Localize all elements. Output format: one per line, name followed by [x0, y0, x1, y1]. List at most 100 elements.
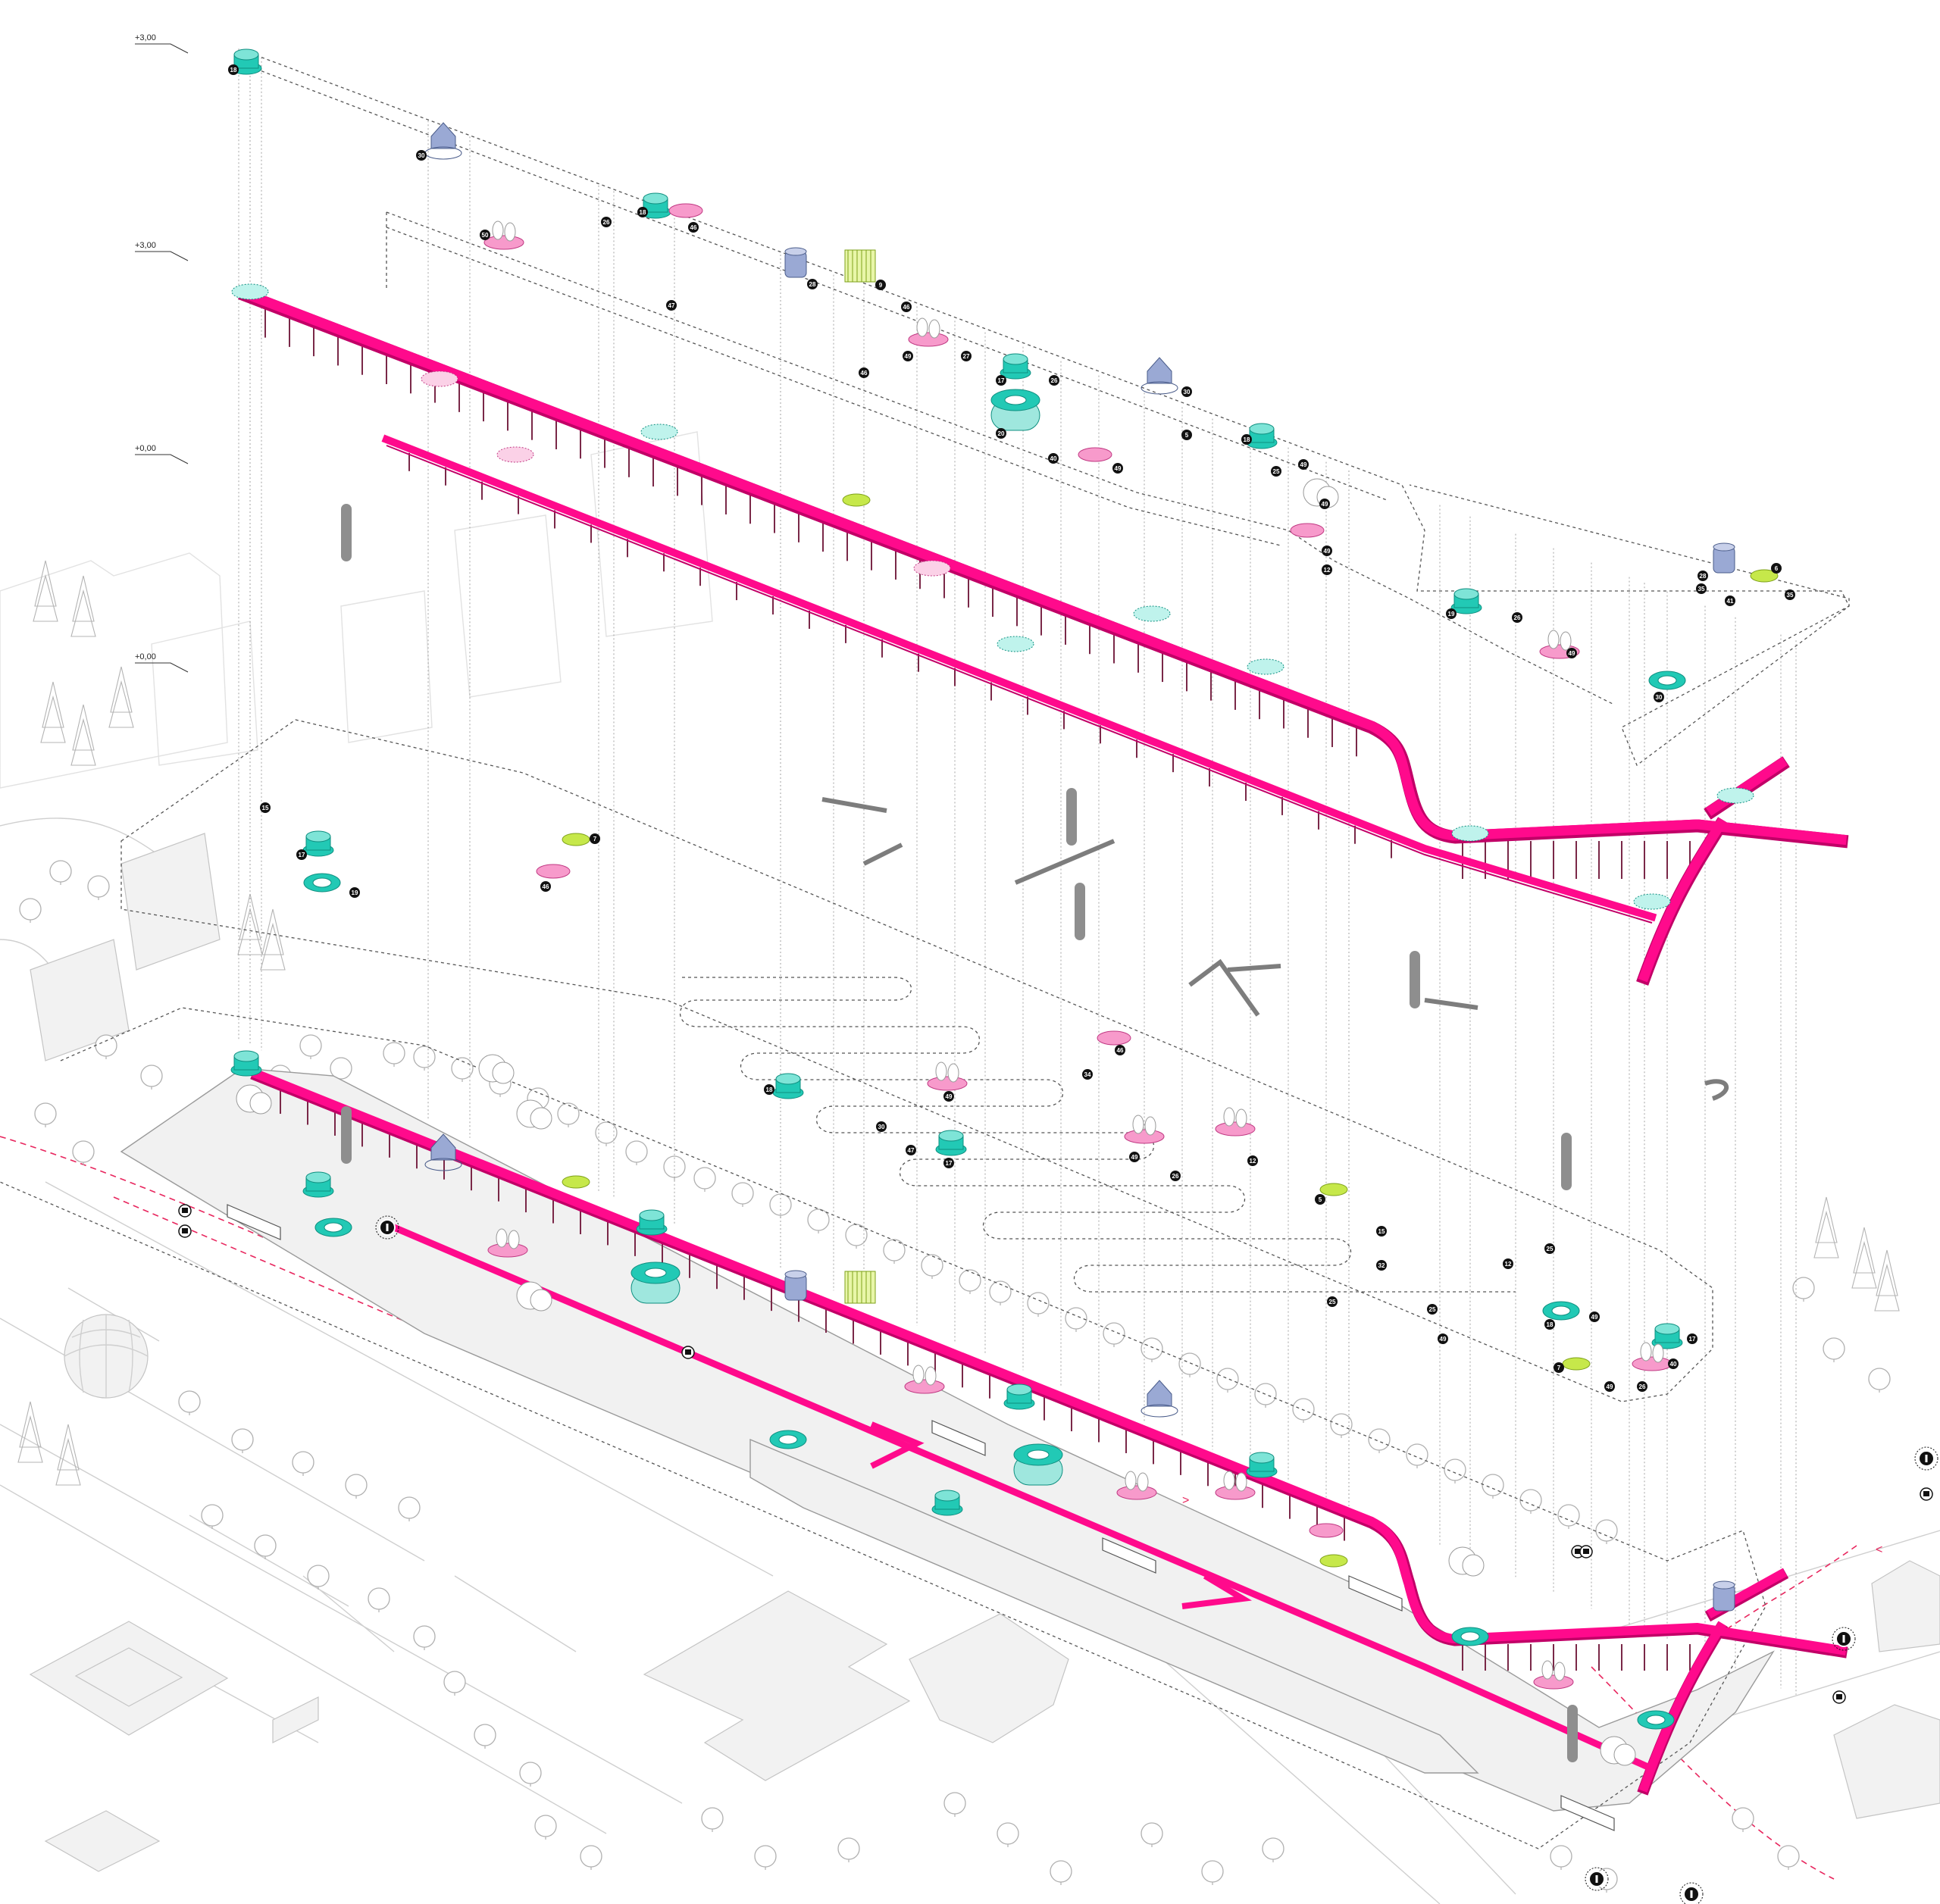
seat-icon	[1562, 1357, 1591, 1371]
number-marker: 40	[1048, 453, 1059, 464]
play-cage-icon	[844, 1271, 876, 1304]
marker-label: 49	[1440, 1336, 1447, 1343]
marker-label: 27	[963, 353, 970, 360]
marker-label: 15	[262, 805, 269, 811]
tree-icon	[519, 1762, 542, 1784]
svg-text:>: >	[1182, 1494, 1189, 1507]
level-labels: +3,00 +3,00 +0,00 +0,00	[135, 33, 189, 673]
number-marker: 49	[1112, 463, 1123, 474]
level-label: +3,00	[135, 241, 156, 250]
tree-icon	[1792, 1277, 1815, 1299]
planter-icon	[1533, 1660, 1574, 1690]
tree-icon	[34, 1102, 57, 1125]
level-label: +3,00	[135, 33, 156, 42]
number-marker: 32	[1376, 1260, 1387, 1271]
play-cage-icon	[844, 249, 876, 283]
number-marker: 30	[876, 1121, 887, 1132]
conifer-icon	[1874, 1249, 1900, 1312]
info-point-icon	[375, 1215, 399, 1240]
tree-icon	[1550, 1845, 1572, 1868]
number-marker: 41	[1725, 596, 1735, 606]
number-marker: 35	[1696, 583, 1707, 594]
ring-pavilion-icon	[1451, 1627, 1489, 1646]
planter-icon	[1124, 1115, 1165, 1144]
ring-pavilion-icon	[1648, 671, 1686, 690]
bus-icon	[931, 1420, 986, 1456]
ring-pavilion-icon	[1637, 1710, 1675, 1730]
number-marker: 25	[1271, 466, 1281, 477]
marker-label: 18	[230, 67, 237, 73]
tree-icon	[451, 1057, 474, 1080]
number-marker: 27	[961, 351, 972, 361]
bus-stop-icon	[178, 1204, 192, 1218]
marker-label: 19	[1448, 611, 1455, 617]
tree-icon	[580, 1845, 602, 1868]
number-marker: 12	[1503, 1258, 1513, 1269]
bus-stop-icon	[1920, 1487, 1933, 1501]
planter-icon	[1448, 1546, 1485, 1577]
marker-label: 18	[1547, 1321, 1554, 1328]
planter-icon	[478, 1054, 515, 1084]
number-marker: 20	[996, 428, 1006, 439]
conifer-icon	[70, 704, 96, 766]
pavilion-icon	[935, 1130, 967, 1156]
number-marker: 5	[1181, 430, 1192, 440]
number-marker: 19	[1446, 608, 1457, 619]
number-marker: 49	[1604, 1381, 1615, 1392]
planter-icon	[236, 1084, 272, 1115]
footprint-icon	[1133, 605, 1171, 622]
seat-icon	[1309, 1523, 1344, 1538]
marker-label: 12	[1324, 567, 1331, 574]
number-marker: 49	[903, 351, 913, 361]
marker-label: 26	[1514, 614, 1521, 621]
number-marker: 46	[688, 222, 699, 233]
number-marker: 18	[637, 207, 648, 217]
number-marker: 7	[590, 833, 600, 844]
tree-icon	[299, 1034, 322, 1057]
marker-label: 46	[861, 370, 868, 377]
tree-icon	[49, 860, 72, 883]
planter-icon	[1116, 1471, 1157, 1500]
number-marker: 5	[1315, 1194, 1325, 1205]
number-marker: 26	[1170, 1171, 1181, 1181]
marker-label: 30	[1656, 694, 1663, 701]
pavilion-icon	[1246, 423, 1278, 449]
tree-icon	[1141, 1822, 1163, 1845]
number-marker: 49	[1319, 499, 1330, 509]
column-element	[1561, 1133, 1572, 1190]
marker-label: 50	[482, 232, 489, 239]
marker-label: 15	[1378, 1228, 1385, 1235]
marker-label: 49	[1131, 1154, 1138, 1161]
walkway-supports	[264, 307, 1691, 1671]
marker-label: 49	[905, 353, 912, 360]
planter-icon	[904, 1365, 945, 1394]
seat-icon	[1319, 1183, 1348, 1196]
marker-label: 9	[879, 282, 883, 289]
platform-boundary	[0, 1007, 1766, 1849]
number-marker: 15	[1376, 1226, 1387, 1237]
column-element	[341, 504, 352, 561]
number-marker: 26	[1512, 612, 1522, 623]
bus-stop-icon	[1579, 1545, 1593, 1559]
number-marker: 17	[296, 849, 307, 860]
marker-label: 19	[352, 889, 358, 896]
traffic-route	[1704, 1545, 1857, 1645]
footprint-icon	[1247, 658, 1284, 675]
marker-label: 20	[998, 430, 1005, 437]
ring-pavilion-icon	[314, 1218, 352, 1237]
footprint-icon	[997, 636, 1034, 652]
info-point-icon	[1585, 1867, 1609, 1891]
seat-icon	[1078, 447, 1112, 462]
conifer-icon	[17, 1401, 43, 1463]
number-marker: 50	[480, 230, 490, 240]
marker-label: 12	[1505, 1261, 1512, 1268]
number-marker: 47	[666, 300, 677, 311]
planter-icon	[1600, 1736, 1636, 1766]
marker-label: 17	[1689, 1336, 1696, 1343]
bus-icon	[227, 1204, 281, 1240]
number-marker: 19	[349, 887, 360, 898]
tree-icon	[769, 1193, 792, 1216]
bus-icon	[1102, 1537, 1156, 1574]
level-label: +0,00	[135, 444, 156, 453]
